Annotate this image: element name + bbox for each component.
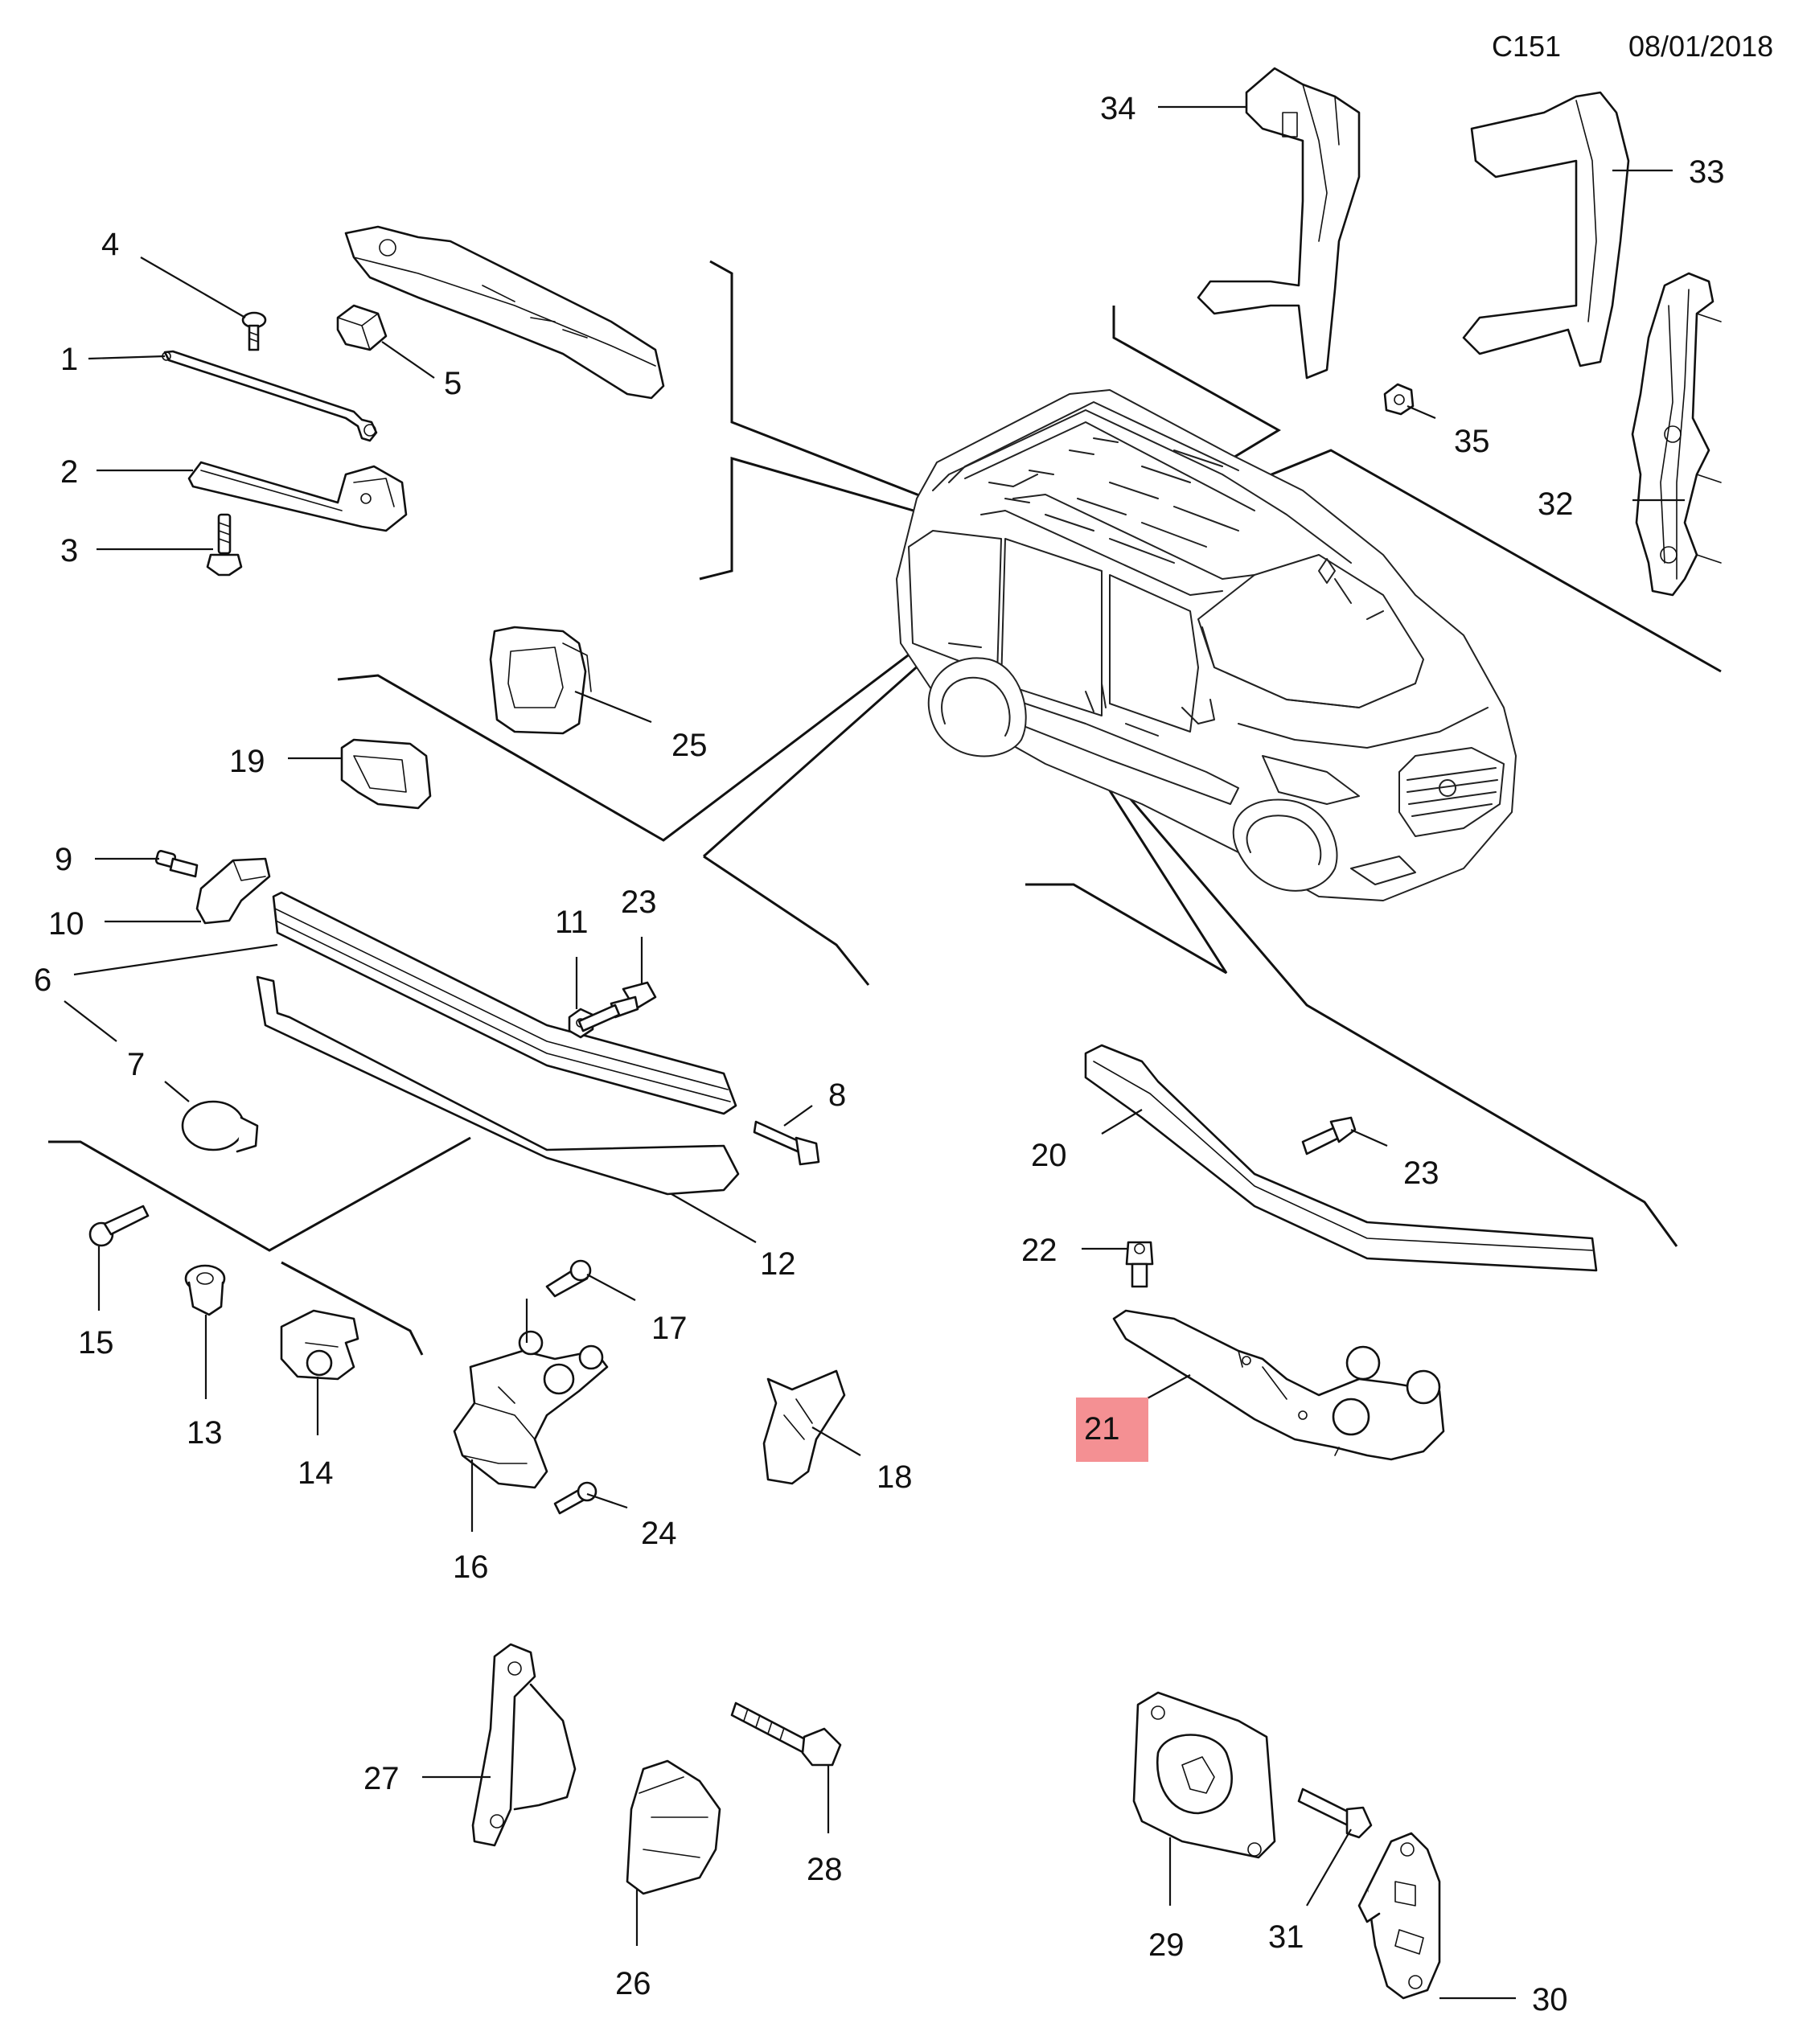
callout-22[interactable]: 22 [1021,1233,1057,1268]
part-1-rod [162,350,378,442]
callout-6[interactable]: 6 [34,962,51,998]
part-23-bolt-b [1301,1116,1357,1155]
callout-23-b[interactable]: 23 [1403,1155,1439,1191]
callout-3[interactable]: 3 [60,533,78,568]
callout-24[interactable]: 24 [641,1516,677,1551]
part-13-insert [184,1264,226,1316]
part-28-bolt [730,1701,842,1767]
callout-28[interactable]: 28 [807,1852,843,1887]
callout-4[interactable]: 4 [101,227,119,262]
part-10-guide [195,857,271,925]
part-30-striker [1357,1832,1441,2000]
callout-11[interactable]: 11 [555,905,589,940]
part-9-screw [154,850,199,878]
callout-16[interactable]: 16 [453,1549,489,1585]
part-22-screw [1125,1241,1154,1288]
callout-25[interactable]: 25 [671,728,708,763]
callout-32[interactable]: 32 [1538,486,1574,522]
diagram-date: 08/01/2018 [1628,30,1773,63]
part-19-grommet [340,738,432,810]
part-27-bumper [471,1643,577,1847]
leader-lines [64,105,1685,2000]
part-8-bolt [753,1120,820,1166]
callout-34[interactable]: 34 [1100,91,1136,126]
callout-7[interactable]: 7 [127,1047,145,1082]
part-7-plug [181,1100,259,1153]
part-18-bracket [762,1369,846,1485]
callout-26[interactable]: 26 [615,1966,651,2001]
callout-numbers: 1 2 3 4 5 6 7 8 9 10 11 12 13 14 15 16 1… [34,91,1725,2017]
part-20-lower-rail [1084,1044,1598,1272]
callout-21-highlight [1076,1398,1148,1462]
callout-35[interactable]: 35 [1454,424,1490,459]
part-34-upper-guide [1197,67,1361,380]
part-33-guide [1462,91,1630,367]
part-14-clip [280,1309,359,1381]
callout-13[interactable]: 13 [187,1415,223,1451]
callout-2[interactable]: 2 [60,454,78,490]
part-16-roller-assembly [453,1330,609,1489]
part-17-bolt [545,1259,592,1298]
part-29-striker-plate [1132,1691,1276,1859]
part-26-cap [626,1759,721,1895]
part-24-bolt [553,1481,598,1515]
callout-23-a[interactable]: 23 [621,885,657,920]
part-2-bracket [187,461,408,532]
part-6-12-rails [256,891,740,1196]
diagram-code: C151 [1492,30,1561,63]
callout-1[interactable]: 1 [60,342,78,377]
part-31-bolt [1297,1787,1373,1839]
callout-5[interactable]: 5 [444,366,462,401]
callout-31[interactable]: 31 [1268,1919,1304,1955]
callout-8[interactable]: 8 [828,1077,846,1113]
callout-10[interactable]: 10 [48,906,84,942]
callout-15[interactable]: 15 [78,1325,114,1361]
part-5-block [336,304,388,351]
part-4-screw [241,311,267,351]
callout-33[interactable]: 33 [1689,154,1725,190]
callout-20[interactable]: 20 [1031,1138,1067,1173]
part-23-bolt [577,981,657,1032]
callout-12[interactable]: 12 [760,1246,796,1282]
callout-19[interactable]: 19 [229,744,265,779]
part-15-bolt [88,1205,150,1247]
part-upper-rail-bracket [344,225,665,400]
part-3-bolt [206,513,243,577]
part-32-regulator [1631,272,1722,597]
callout-14[interactable]: 14 [298,1455,334,1491]
part-25-grommet [489,626,592,735]
part-35-nut [1383,383,1415,416]
callout-29[interactable]: 29 [1148,1927,1185,1963]
callout-9[interactable]: 9 [55,842,72,877]
callout-17[interactable]: 17 [651,1311,688,1346]
callout-30[interactable]: 30 [1532,1982,1568,2017]
callout-27[interactable]: 27 [363,1761,400,1796]
callout-21[interactable]: 21 [1084,1411,1120,1447]
callout-18[interactable]: 18 [877,1459,913,1495]
vehicle-illustration [896,389,1517,901]
part-21-roller-arm [1112,1309,1445,1461]
